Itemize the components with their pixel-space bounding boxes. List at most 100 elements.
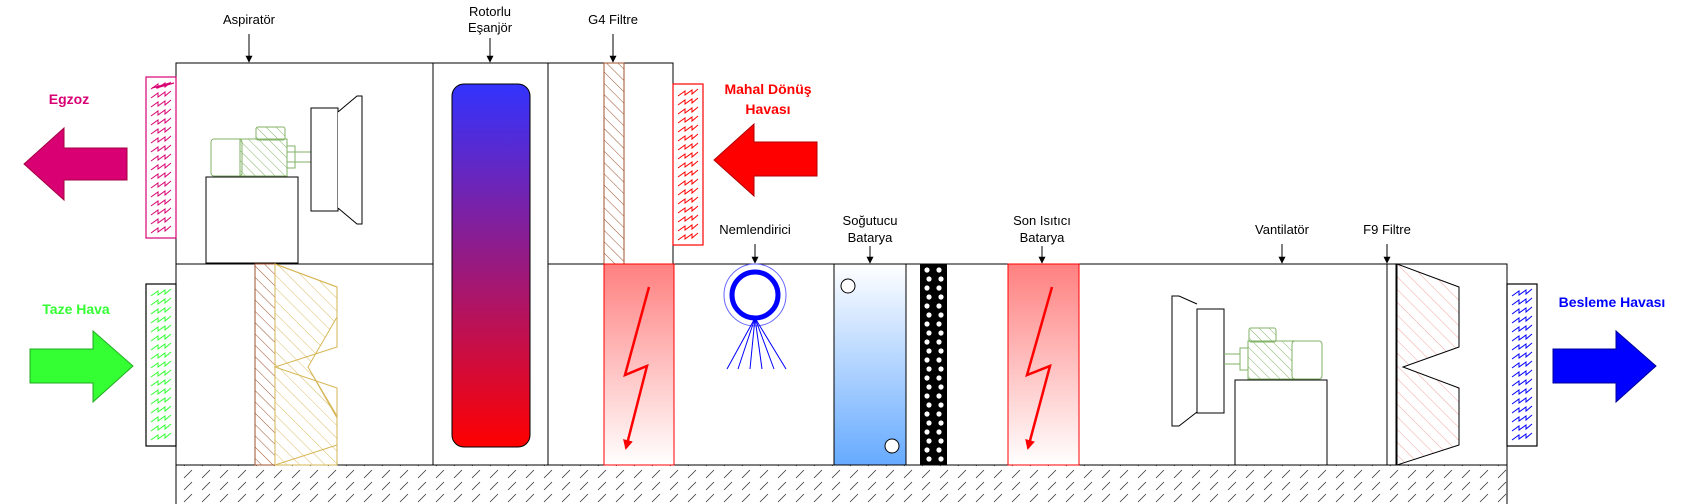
grille-slat (1511, 432, 1533, 441)
grille-slat (150, 180, 172, 189)
eliminator-hole (926, 402, 932, 408)
grille-slat (1511, 351, 1533, 360)
eliminator-hole (926, 456, 932, 462)
svg-text:Aspiratör: Aspiratör (223, 12, 276, 27)
fresh-air-arrow-icon (29, 329, 134, 404)
eliminator-hole (936, 411, 942, 417)
bag-filter-intake (254, 263, 338, 466)
supply-air-arrow-icon (1552, 329, 1657, 404)
grille-slat (677, 178, 699, 187)
grille-slat (677, 115, 699, 124)
cooling-coil (833, 263, 907, 466)
grille-slat (677, 214, 699, 223)
grille-slat (1511, 288, 1533, 297)
grille-slat (1511, 342, 1533, 351)
grille-slat (150, 342, 172, 351)
eliminator-hole (926, 420, 932, 426)
eliminator-hole (924, 447, 930, 453)
grille-slat (150, 387, 172, 396)
grille-slat (150, 405, 172, 414)
svg-text:Batarya: Batarya (848, 230, 894, 245)
grille-slat (1511, 306, 1533, 315)
grille-slat (150, 135, 172, 144)
eliminator-hole (924, 357, 930, 363)
label-taze-hava: Taze Hava (42, 301, 110, 317)
grille-slat (150, 225, 172, 234)
f9-bag-filter (1386, 263, 1460, 466)
grille-slat (150, 378, 172, 387)
grille-slat (150, 153, 172, 162)
grille-slat (677, 106, 699, 115)
exhaust-fan (205, 95, 363, 264)
grille-slat (150, 108, 172, 117)
eliminator-hole (926, 348, 932, 354)
grille-slat (150, 189, 172, 198)
label-mahal-donus-line1: Mahal Dönüş (724, 81, 811, 97)
eliminator-hole (924, 321, 930, 327)
humidifier-icon (723, 263, 787, 370)
grille-slat (150, 216, 172, 225)
droplet-eliminator-holes (924, 267, 944, 462)
svg-text:G4 Filtre: G4 Filtre (588, 12, 638, 27)
eliminator-hole (936, 429, 942, 435)
eliminator-hole (936, 447, 942, 453)
supply-fan (1171, 295, 1328, 466)
eliminator-hole (924, 393, 930, 399)
grille-slat (150, 333, 172, 342)
g4-filter (603, 62, 625, 265)
eliminator-hole (936, 393, 942, 399)
grille-slat (150, 144, 172, 153)
eliminator-hole (924, 375, 930, 381)
svg-text:Soğutucu: Soğutucu (843, 213, 898, 228)
eliminator-hole (924, 267, 930, 273)
grille-slat (150, 207, 172, 216)
eliminator-hole (926, 366, 932, 372)
grille-slat (677, 151, 699, 160)
droplet-eliminator (920, 264, 947, 465)
eliminator-hole (924, 339, 930, 345)
eliminator-hole (936, 303, 942, 309)
svg-text:Vantilatör: Vantilatör (1255, 222, 1310, 237)
eliminator-hole (926, 294, 932, 300)
eliminator-hole (938, 420, 944, 426)
grille-slat (677, 205, 699, 214)
eliminator-hole (936, 267, 942, 273)
eliminator-hole (938, 312, 944, 318)
reheat-coil (1007, 263, 1080, 466)
pre-heater (603, 263, 675, 466)
grille-slat (150, 162, 172, 171)
svg-text:Son Isıtıcı: Son Isıtıcı (1013, 213, 1071, 228)
eliminator-hole (938, 348, 944, 354)
grille-slat (1511, 396, 1533, 405)
grille-slat (150, 315, 172, 324)
eliminator-hole (938, 384, 944, 390)
eliminator-hole (938, 330, 944, 336)
label-aspirator: Aspiratör (223, 12, 276, 63)
grille-slat (1511, 423, 1533, 432)
grille-slat (150, 306, 172, 315)
eliminator-hole (938, 402, 944, 408)
grille-slat (150, 423, 172, 432)
grille-slat (150, 81, 172, 90)
grille-slat (150, 414, 172, 423)
eliminator-hole (926, 384, 932, 390)
grille-slat (1511, 315, 1533, 324)
grille-slat (677, 124, 699, 133)
eliminator-hole (926, 312, 932, 318)
label-sogutucu-batarya: Soğutucu Batarya (843, 213, 898, 264)
grille-slat (1511, 297, 1533, 306)
grille-slat (1511, 405, 1533, 414)
grille-slat (1511, 369, 1533, 378)
grille-slat (677, 169, 699, 178)
grille-slat (150, 369, 172, 378)
grille-slat (1511, 333, 1533, 342)
grille-slat (150, 90, 172, 99)
svg-text:Nemlendirici: Nemlendirici (719, 222, 791, 237)
eliminator-hole (926, 330, 932, 336)
svg-text:Batarya: Batarya (1020, 230, 1066, 245)
eliminator-hole (924, 411, 930, 417)
label-besleme-havasi: Besleme Havası (1559, 294, 1666, 310)
svg-text:F9 Filtre: F9 Filtre (1363, 222, 1411, 237)
grille-slat (150, 432, 172, 441)
grille-slat (150, 171, 172, 180)
